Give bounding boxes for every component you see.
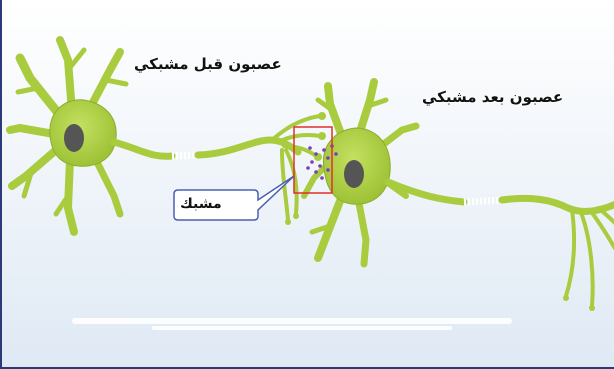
presynaptic-neuron-label: عصبون قبل مشبكي: [134, 55, 282, 73]
postsynaptic-neuron-label: عصبون بعد مشبكي: [422, 88, 563, 106]
postsynaptic-nucleus: [344, 160, 364, 188]
synapse-label: مشبك: [180, 196, 222, 212]
presynaptic-nucleus: [64, 124, 84, 152]
